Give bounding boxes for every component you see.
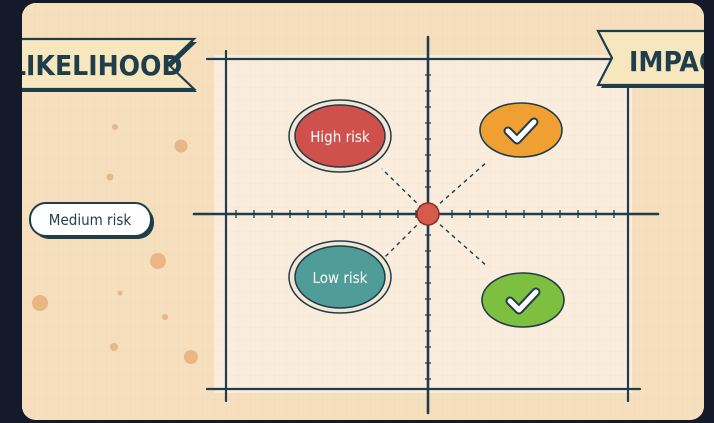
medium-risk-pill: Medium risk — [29, 202, 154, 239]
likelihood-label: LIKELIHOOD — [22, 49, 182, 82]
impact-label: IMPACT — [629, 45, 704, 78]
center-dot — [416, 202, 440, 226]
low-risk-label: Low risk — [313, 269, 368, 287]
top-right-badge — [479, 102, 563, 158]
low-risk-node: Low risk — [288, 240, 392, 314]
likelihood-banner: LIKELIHOOD — [22, 37, 197, 92]
matrix-frame — [205, 49, 642, 403]
risk-matrix-diagram: High risk Low risk Medium risk LIKELIHOO… — [22, 3, 704, 420]
impact-banner: IMPACT — [596, 29, 704, 88]
decorative-dots — [32, 124, 198, 364]
bottom-right-badge — [481, 272, 565, 328]
high-risk-node: High risk — [288, 99, 392, 173]
axis-ticks — [235, 74, 615, 380]
diagram-frame: High risk Low risk Medium risk LIKELIHOO… — [22, 3, 704, 420]
medium-risk-label: Medium risk — [49, 211, 132, 229]
high-risk-label: High risk — [310, 128, 370, 146]
